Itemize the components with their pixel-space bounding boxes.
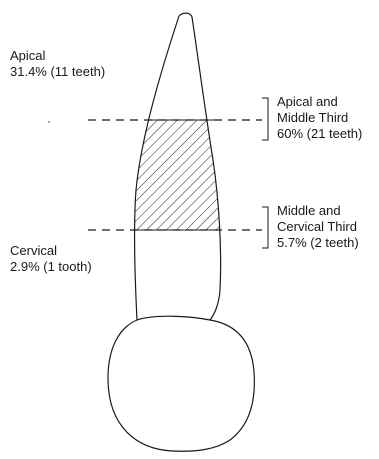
apical-middle-label-line2: Middle Third <box>277 110 362 126</box>
middle-cervical-label: Middle and Cervical Third 5.7% (2 teeth) <box>277 203 359 251</box>
apical-label-value: 31.4% (11 teeth) <box>10 64 105 80</box>
apical-label-name: Apical <box>10 48 105 64</box>
crown-outline <box>108 316 254 451</box>
middle-cervical-bracket <box>262 207 268 248</box>
apical-middle-label: Apical and Middle Third 60% (21 teeth) <box>277 94 362 142</box>
middle-cervical-label-line2: Cervical Third <box>277 219 359 235</box>
cervical-label: Cervical 2.9% (1 tooth) <box>10 243 92 275</box>
cervical-label-value: 2.9% (1 tooth) <box>10 259 92 275</box>
apical-middle-label-line1: Apical and <box>277 94 362 110</box>
middle-cervical-label-line1: Middle and <box>277 203 359 219</box>
apical-middle-label-value: 60% (21 teeth) <box>277 126 362 142</box>
apical-label: Apical 31.4% (11 teeth) <box>10 48 105 80</box>
cervical-label-name: Cervical <box>10 243 92 259</box>
middle-cervical-label-value: 5.7% (2 teeth) <box>277 235 359 251</box>
stray-dot <box>48 121 50 123</box>
apical-middle-bracket <box>262 98 268 140</box>
